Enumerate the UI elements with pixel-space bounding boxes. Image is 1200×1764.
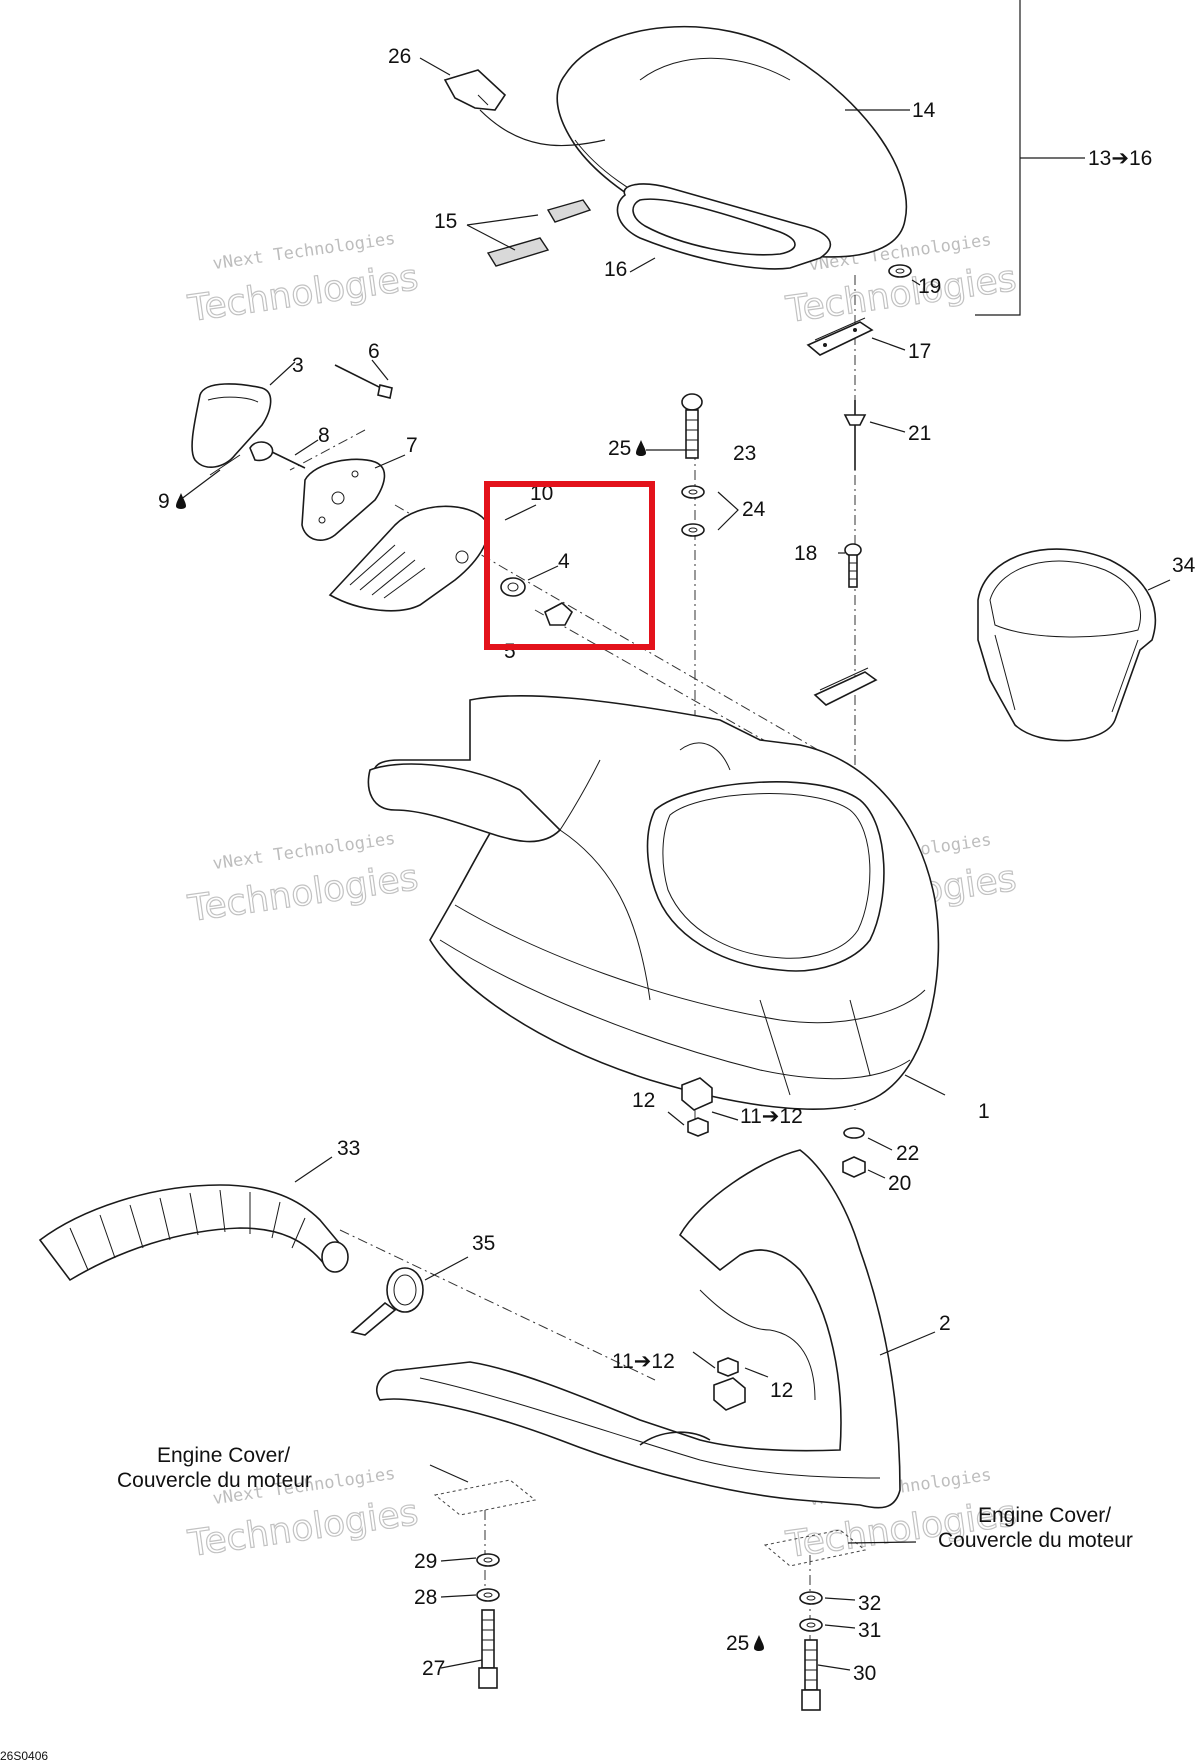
part-1-main-deck: [367, 694, 940, 1110]
callout-5: 5: [504, 640, 516, 663]
diagram-code: 26S0406: [0, 1749, 48, 1763]
callout-34: 34: [1172, 554, 1196, 577]
part-20-nut: [842, 1156, 866, 1178]
callout-19: 19: [918, 275, 941, 298]
part-27-bolt: [478, 1609, 498, 1689]
callout-20: 20: [888, 1172, 911, 1195]
callout-24: 24: [742, 498, 766, 521]
callout-27: 27: [422, 1657, 445, 1680]
callout-13-16: 13➔16: [1088, 147, 1152, 170]
hinge-lower: [813, 667, 878, 706]
part-11-square-nut-upper: [681, 1077, 713, 1111]
part-31-washer: [799, 1618, 823, 1632]
part-2-lower-cover: [376, 1149, 901, 1509]
callout-11-12-upper: 11➔12: [740, 1105, 803, 1128]
note-line1: Engine Cover/: [157, 1444, 290, 1467]
callout-2: 2: [939, 1312, 951, 1335]
callout-15: 15: [434, 210, 457, 233]
callout-32: 32: [858, 1592, 881, 1615]
part-21-rivet: [843, 400, 867, 470]
callout-labels: 26 14 13➔16 15 16 19 17 21 6 3 8 7 9 25 …: [158, 45, 1196, 1685]
callout-18: 18: [794, 542, 817, 565]
part-11-square-nut-lower: [713, 1377, 746, 1411]
callout-26: 26: [388, 45, 411, 68]
callout-8: 8: [318, 424, 330, 447]
note-line1: Engine Cover/: [978, 1504, 1111, 1527]
part-17-hinge: [806, 317, 874, 356]
part-10-vent-cover: [328, 505, 489, 612]
oil-drop-icon: [754, 1635, 764, 1651]
callout-12-lower: 12: [770, 1379, 793, 1402]
engine-cover-note-right: Engine Cover/ Couvercle du moteur: [938, 1504, 1133, 1552]
engine-cover-pad-left: [433, 1479, 537, 1516]
part-19-washer: [888, 264, 912, 278]
callout-10: 10: [530, 482, 553, 505]
note-line2: Couvercle du moteur: [938, 1529, 1133, 1552]
part-18-screw: [844, 543, 862, 588]
leader-lines: [179, 57, 1171, 1671]
part-6-screw: [334, 364, 393, 399]
part-24-washers: [681, 485, 705, 537]
part-28-washer: [476, 1588, 500, 1602]
part-5-clip: [543, 602, 574, 626]
callout-23: 23: [733, 442, 756, 465]
part-12-nut-upper: [687, 1117, 709, 1137]
note-line2: Couvercle du moteur: [117, 1469, 312, 1492]
part-7-mounting-plate: [301, 458, 386, 541]
part-26-latch: [443, 69, 606, 147]
part-30-bolt: [801, 1639, 821, 1711]
part-3-mirror: [191, 383, 272, 468]
callout-22: 22: [896, 1142, 919, 1165]
callout-25-lower: 25: [726, 1632, 749, 1655]
callout-7: 7: [406, 434, 418, 457]
callout-11-12-lower: 11➔12: [612, 1350, 675, 1373]
oil-drop-icon: [176, 493, 186, 509]
callout-33: 33: [337, 1137, 360, 1160]
callout-4: 4: [558, 550, 570, 573]
engine-cover-pad-right: [763, 1529, 867, 1567]
part-22-washer: [843, 1127, 865, 1139]
callout-16: 16: [604, 258, 627, 281]
part-16-gasket: [616, 183, 832, 270]
callout-3: 3: [292, 354, 304, 377]
callout-21: 21: [908, 422, 931, 445]
callout-28: 28: [414, 1586, 437, 1609]
callout-35: 35: [472, 1232, 495, 1255]
callout-6: 6: [368, 340, 380, 363]
part-8-bolt: [209, 441, 306, 476]
part-12-nut-lower: [717, 1357, 739, 1377]
callout-29: 29: [414, 1550, 437, 1573]
part-4-grommet: [500, 577, 526, 597]
callout-25: 25: [608, 437, 631, 460]
callout-1: 1: [978, 1100, 990, 1123]
callout-12-upper: 12: [632, 1089, 655, 1112]
callout-31: 31: [858, 1619, 881, 1642]
group-bracket-13-16: [975, 0, 1085, 316]
part-32-washer: [799, 1591, 823, 1605]
callout-17: 17: [908, 340, 931, 363]
part-34-storage-bin: [977, 548, 1157, 742]
part-15-pads: [486, 199, 592, 267]
callout-9: 9: [158, 490, 170, 513]
part-29-washer: [476, 1553, 500, 1567]
part-35-cable-tie: [350, 1267, 424, 1336]
callout-30: 30: [853, 1662, 876, 1685]
highlight-box: [484, 481, 655, 650]
oil-drop-icon: [636, 440, 646, 456]
engine-cover-note-left: Engine Cover/ Couvercle du moteur: [117, 1444, 312, 1492]
part-23-bolt: [681, 393, 703, 459]
part-33-hose: [38, 1184, 349, 1282]
callout-14: 14: [912, 99, 936, 122]
